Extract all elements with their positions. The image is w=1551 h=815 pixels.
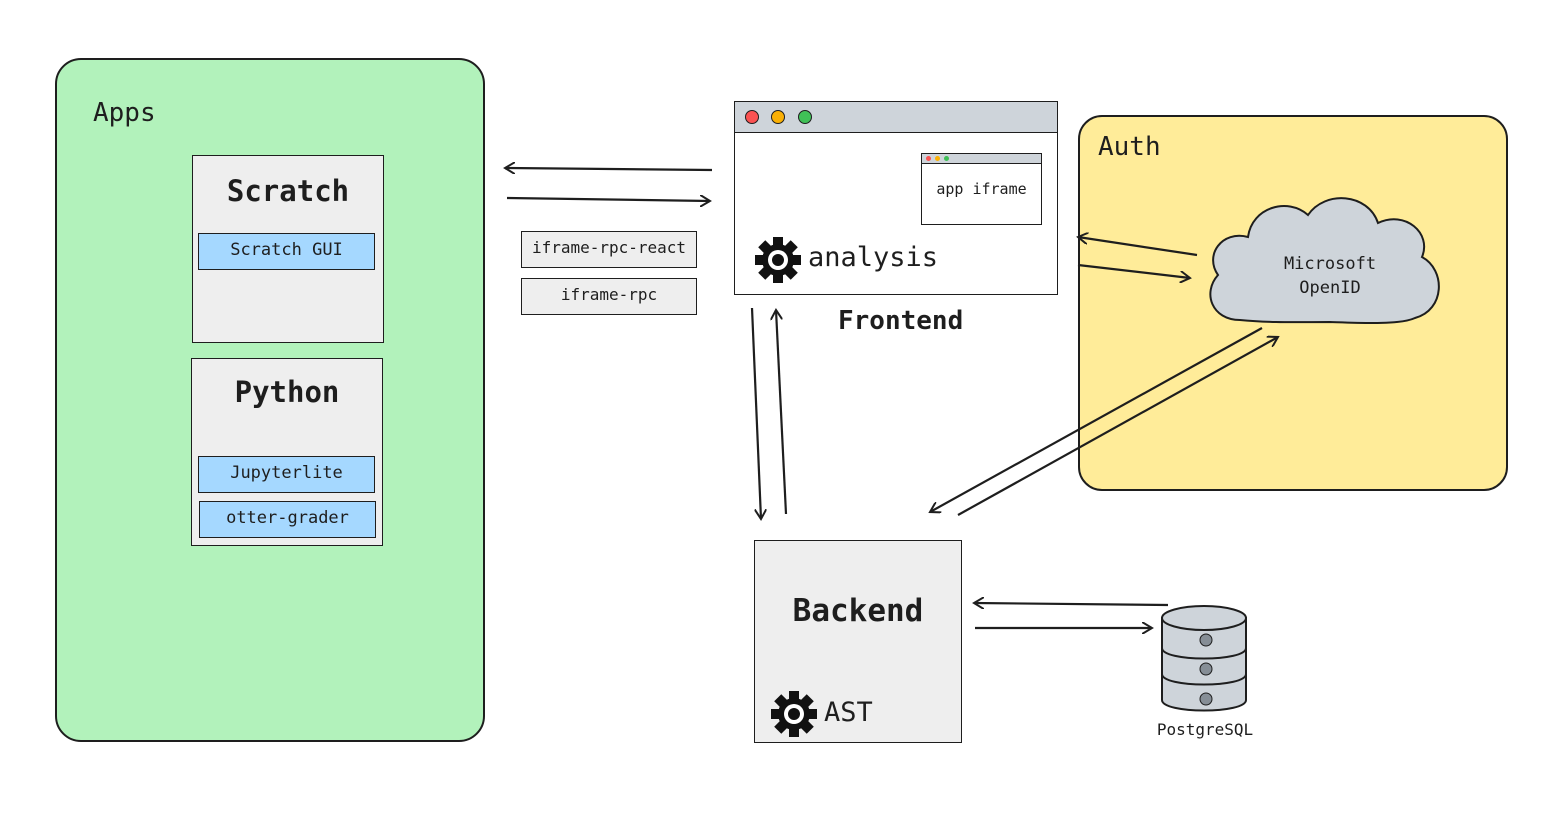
openid-label: Microsoft OpenID (1260, 252, 1400, 300)
ast-label: AST (824, 697, 873, 728)
openid-cloud-icon (1209, 197, 1440, 325)
arrow-database-to-backend (974, 603, 1169, 605)
auth-group-label: Auth (1098, 132, 1161, 162)
arrow-frontend-to-apps (505, 168, 713, 170)
python-card: Python Jupyterlite otter-grader (191, 358, 383, 546)
postgresql-database-icon (1161, 605, 1247, 712)
analysis-label: analysis (808, 242, 939, 273)
scratch-card: Scratch Scratch GUI (192, 155, 384, 343)
openid-label-line-1: Microsoft (1283, 254, 1377, 274)
scratch-gui-chip: Scratch GUI (198, 233, 375, 270)
python-title: Python (234, 375, 340, 409)
arrow-openid-to-frontend (1078, 237, 1198, 257)
maximize-dot-icon (798, 110, 812, 124)
minimize-dot-icon (771, 110, 785, 124)
iframe-rpc-react-chip: iframe-rpc-react (521, 231, 697, 268)
apps-group-label: Apps (93, 98, 156, 128)
iframe-minimize-dot-icon (935, 156, 940, 161)
arrow-openid-to-backend (930, 327, 1263, 512)
arrow-backend-to-openid (957, 337, 1278, 516)
iframe-rpc-chip: iframe-rpc (521, 278, 697, 315)
otter-grader-chip: otter-grader (199, 501, 376, 538)
iframe-titlebar (922, 154, 1041, 164)
iframe-close-dot-icon (926, 156, 931, 161)
arrow-apps-to-frontend (506, 198, 710, 201)
app-iframe-label: app iframe (936, 180, 1027, 198)
scratch-title: Scratch (226, 174, 350, 208)
postgresql-label: PostgreSQL (1156, 720, 1254, 739)
ast-gear-icon (771, 691, 817, 737)
close-dot-icon (745, 110, 759, 124)
arrow-frontend-to-backend (750, 307, 761, 519)
browser-titlebar (735, 102, 1057, 133)
iframe-maximize-dot-icon (944, 156, 949, 161)
frontend-label: Frontend (838, 306, 964, 336)
analysis-gear-icon (755, 237, 801, 283)
arrow-frontend-to-openid (1077, 263, 1190, 278)
backend-label: Backend (792, 593, 924, 629)
jupyterlite-chip: Jupyterlite (198, 456, 375, 493)
openid-label-line-2: OpenID (1299, 278, 1361, 298)
arrow-backend-to-frontend (776, 310, 788, 515)
app-iframe-window: app iframe (921, 153, 1042, 225)
